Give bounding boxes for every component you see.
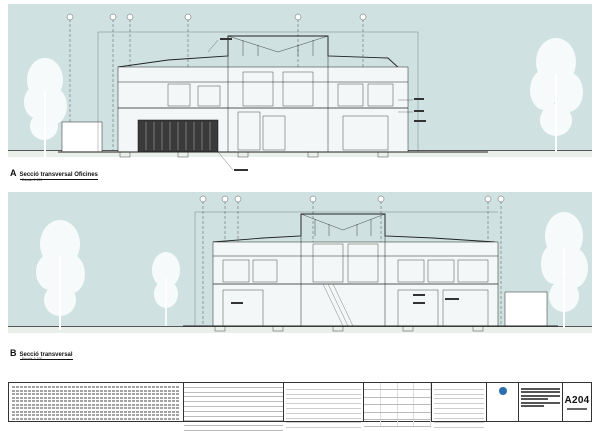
section-b-panel: B Secció transversal Escala 1:100 xyxy=(8,192,592,361)
title-block: A204 xyxy=(8,382,592,431)
tree-left xyxy=(22,50,68,160)
section-name: Secció transversal Oficines xyxy=(19,172,98,180)
section-a-scale: Escala 1:100 xyxy=(22,178,43,182)
sheet-number-box: A204 xyxy=(563,383,591,421)
tree-right xyxy=(528,34,584,154)
tree-right xyxy=(538,206,590,330)
section-name: Secció transversal xyxy=(19,352,73,360)
drawing-info xyxy=(432,383,487,429)
section-b-scale: Escala 1:100 xyxy=(22,357,43,361)
issue-grid xyxy=(364,383,432,428)
project-info xyxy=(519,383,563,421)
logo-icon xyxy=(498,387,507,395)
section-a-title: A Secció transversal Oficines xyxy=(10,168,98,180)
section-a-building xyxy=(58,12,488,171)
general-notes xyxy=(9,383,184,421)
section-letter: B xyxy=(10,348,17,358)
revision-descriptions xyxy=(284,383,364,429)
tree-small xyxy=(148,248,184,328)
revision-table xyxy=(184,383,284,431)
company-logo xyxy=(487,383,519,421)
section-b-title: B Secció transversal xyxy=(10,348,73,360)
tree-left xyxy=(32,216,88,332)
section-b-building xyxy=(183,194,558,334)
section-letter: A xyxy=(10,168,17,178)
section-a-panel: A Secció transversal Oficines Escala 1:1… xyxy=(8,4,592,182)
sheet-number: A204 xyxy=(564,394,590,406)
